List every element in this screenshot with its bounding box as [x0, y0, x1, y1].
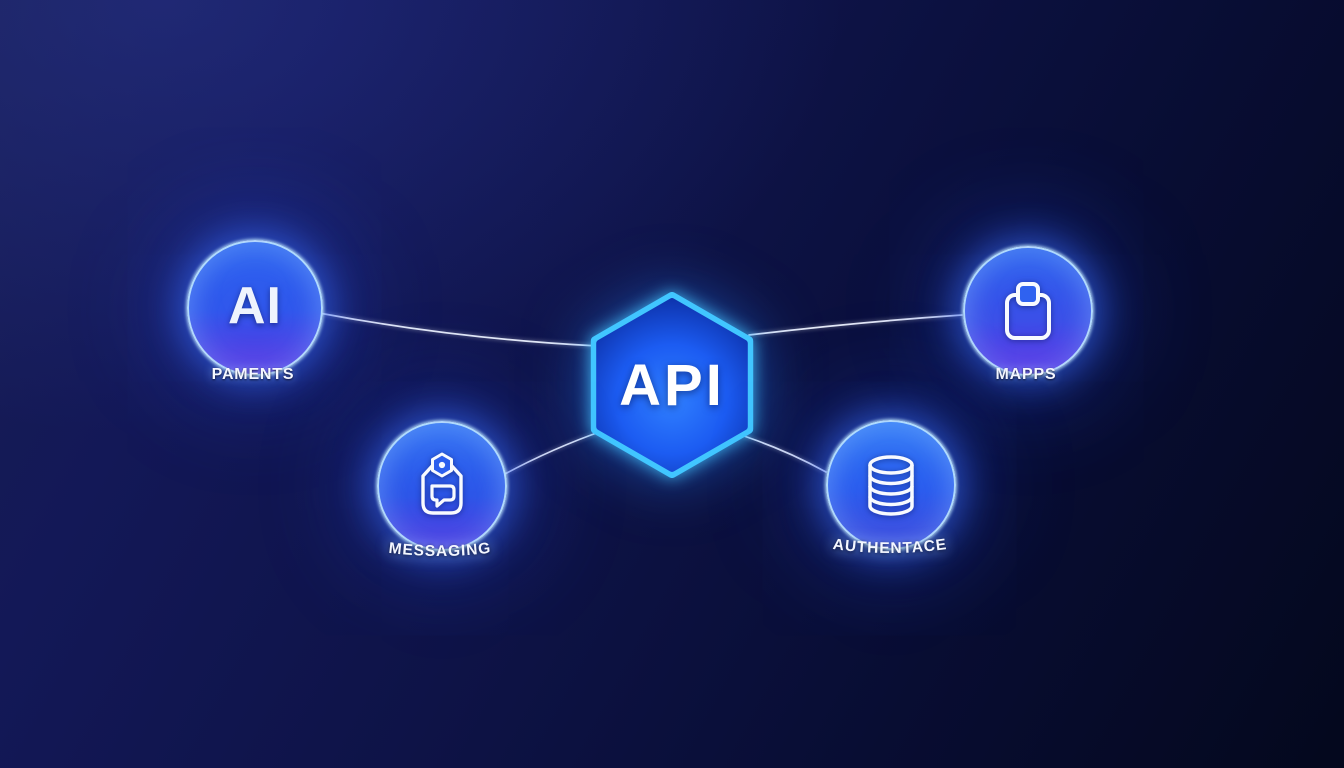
node-messaging: [377, 421, 507, 551]
svg-text:MESSAGING: MESSAGING: [388, 540, 492, 560]
shield-chat-icon: [421, 452, 463, 515]
hexagon-shape: [590, 292, 754, 478]
node-maps: [963, 246, 1093, 376]
ai-text-badge: AI: [228, 277, 282, 335]
node-authentace: [826, 420, 956, 550]
node-label-authentace-arc: AUTHENTACE: [832, 536, 948, 557]
node-label-messaging-arc: MESSAGING: [388, 540, 492, 560]
hub-label: API: [619, 352, 725, 418]
hexagon-body: [596, 298, 748, 472]
node-label-payments: PAMENTS: [211, 366, 295, 383]
node-payments: AI: [187, 240, 323, 376]
hub-node-api: API: [577, 280, 767, 490]
connector-hub-maps: [748, 314, 963, 336]
clipboard-icon: [1005, 282, 1051, 340]
database-icon: [868, 455, 914, 516]
node-label-messaging: MESSAGING: [388, 540, 491, 560]
node-label-authentace: AUTHENTACE: [832, 536, 947, 557]
connector-hub-authentace: [743, 435, 827, 473]
connector-payments-hub: [318, 312, 599, 347]
svg-text:AUTHENTACE: AUTHENTACE: [832, 536, 948, 557]
connector-messaging-hub: [502, 429, 606, 476]
node-label-maps: MAPPS: [995, 366, 1057, 383]
